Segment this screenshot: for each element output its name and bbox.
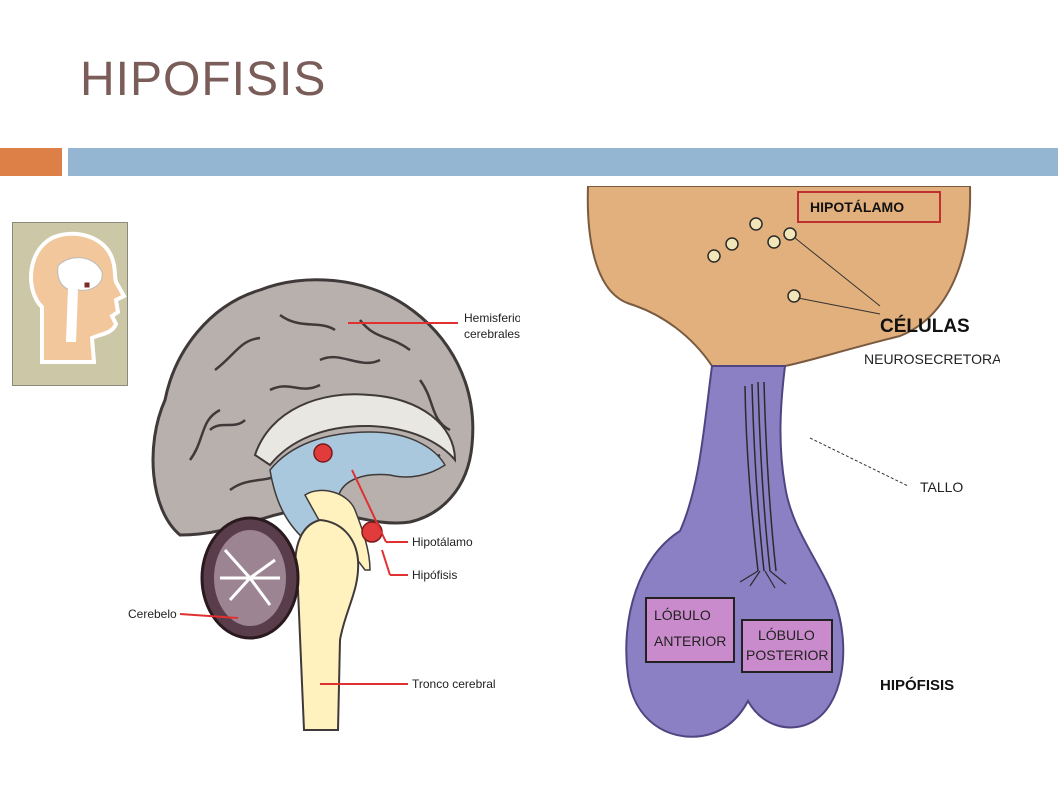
label-cerebellum: Cerebelo [128,607,177,621]
pituitary-diagram: HIPOTÁLAMO CÉLULAS NEUROSECRETORAS TALLO… [586,186,1000,738]
label-pituitary: Hipófisis [412,568,457,582]
head-profile-thumbnail [12,222,128,386]
label-brainstem: Tronco cerebral [412,677,496,691]
label-neurosecretory: NEUROSECRETORAS [864,351,1000,367]
label-cells: CÉLULAS [880,315,970,337]
label-anterior-line2: ANTERIOR [654,633,726,649]
label-pit-hypothalamus: HIPOTÁLAMO [810,199,904,215]
label-posterior-line2: POSTERIOR [746,647,828,663]
label-hemispheres-line1: Hemisferios [464,311,520,325]
label-posterior-line1: LÓBULO [758,627,815,643]
label-pit-caption: HIPÓFISIS [880,676,954,694]
label-stalk: TALLO [920,479,963,495]
slide-title: HIPOFISIS [80,53,327,106]
label-anterior-line1: LÓBULO [654,607,711,623]
cerebellum [200,516,300,640]
accent-bar-orange [0,148,62,176]
label-hemispheres-line2: cerebrales [464,327,520,341]
brain-sagittal-diagram: Hemisferios cerebrales Hipotálamo Hipófi… [128,278,520,731]
label-hypothalamus: Hipotálamo [412,535,473,549]
accent-bar-blue [68,148,1058,176]
